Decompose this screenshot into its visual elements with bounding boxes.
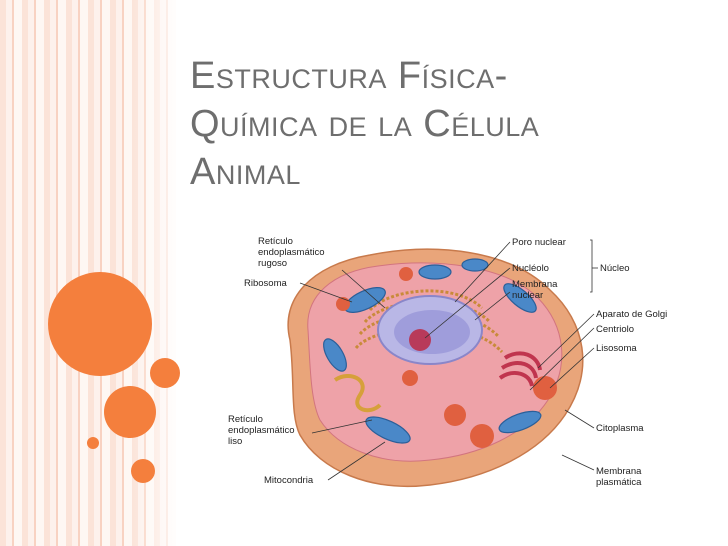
label-reticulo-rugoso-3: rugoso [258, 258, 287, 269]
label-mitocondria: Mitocondria [264, 475, 314, 486]
label-membrana-plasmatica-1: Membrana [596, 466, 642, 477]
label-golgi: Aparato de Golgi [596, 309, 667, 320]
label-centriolo: Centriolo [596, 324, 634, 335]
decorative-circle-large [48, 272, 152, 376]
label-poro-nuclear: Poro nuclear [512, 237, 566, 248]
label-membrana-nuclear-2: nuclear [512, 290, 543, 301]
decorative-circle-medium [104, 386, 156, 438]
animal-cell-diagram: Retículo endoplasmático rugoso Ribosoma … [220, 230, 690, 500]
title-line-1: Estructura Física- [190, 52, 710, 100]
label-nucleo: Núcleo [600, 263, 630, 274]
nucleolus [409, 329, 431, 351]
label-citoplasma: Citoplasma [596, 423, 644, 434]
label-membrana-nuclear-1: Membrana [512, 279, 558, 290]
label-lisosoma: Lisosoma [596, 343, 637, 354]
label-ribosoma: Ribosoma [244, 278, 287, 289]
label-reticulo-rugoso-2: endoplasmático [258, 247, 325, 258]
title-line-2: Química de la Célula [190, 100, 710, 148]
label-membrana-plasmatica-2: plasmática [596, 477, 642, 488]
decorative-circle-small [150, 358, 180, 388]
decorative-circle-lower [131, 459, 155, 483]
slide-title: Estructura Física- Química de la Célula … [190, 52, 710, 196]
label-nucleolo: Nucléolo [512, 263, 549, 274]
decorative-circle-dot [87, 437, 99, 449]
label-reticulo-liso-1: Retículo [228, 414, 263, 425]
label-reticulo-rugoso-1: Retículo [258, 236, 293, 247]
label-reticulo-liso-3: liso [228, 436, 242, 447]
title-line-3: Animal [190, 148, 710, 196]
label-reticulo-liso-2: endoplasmático [228, 425, 295, 436]
